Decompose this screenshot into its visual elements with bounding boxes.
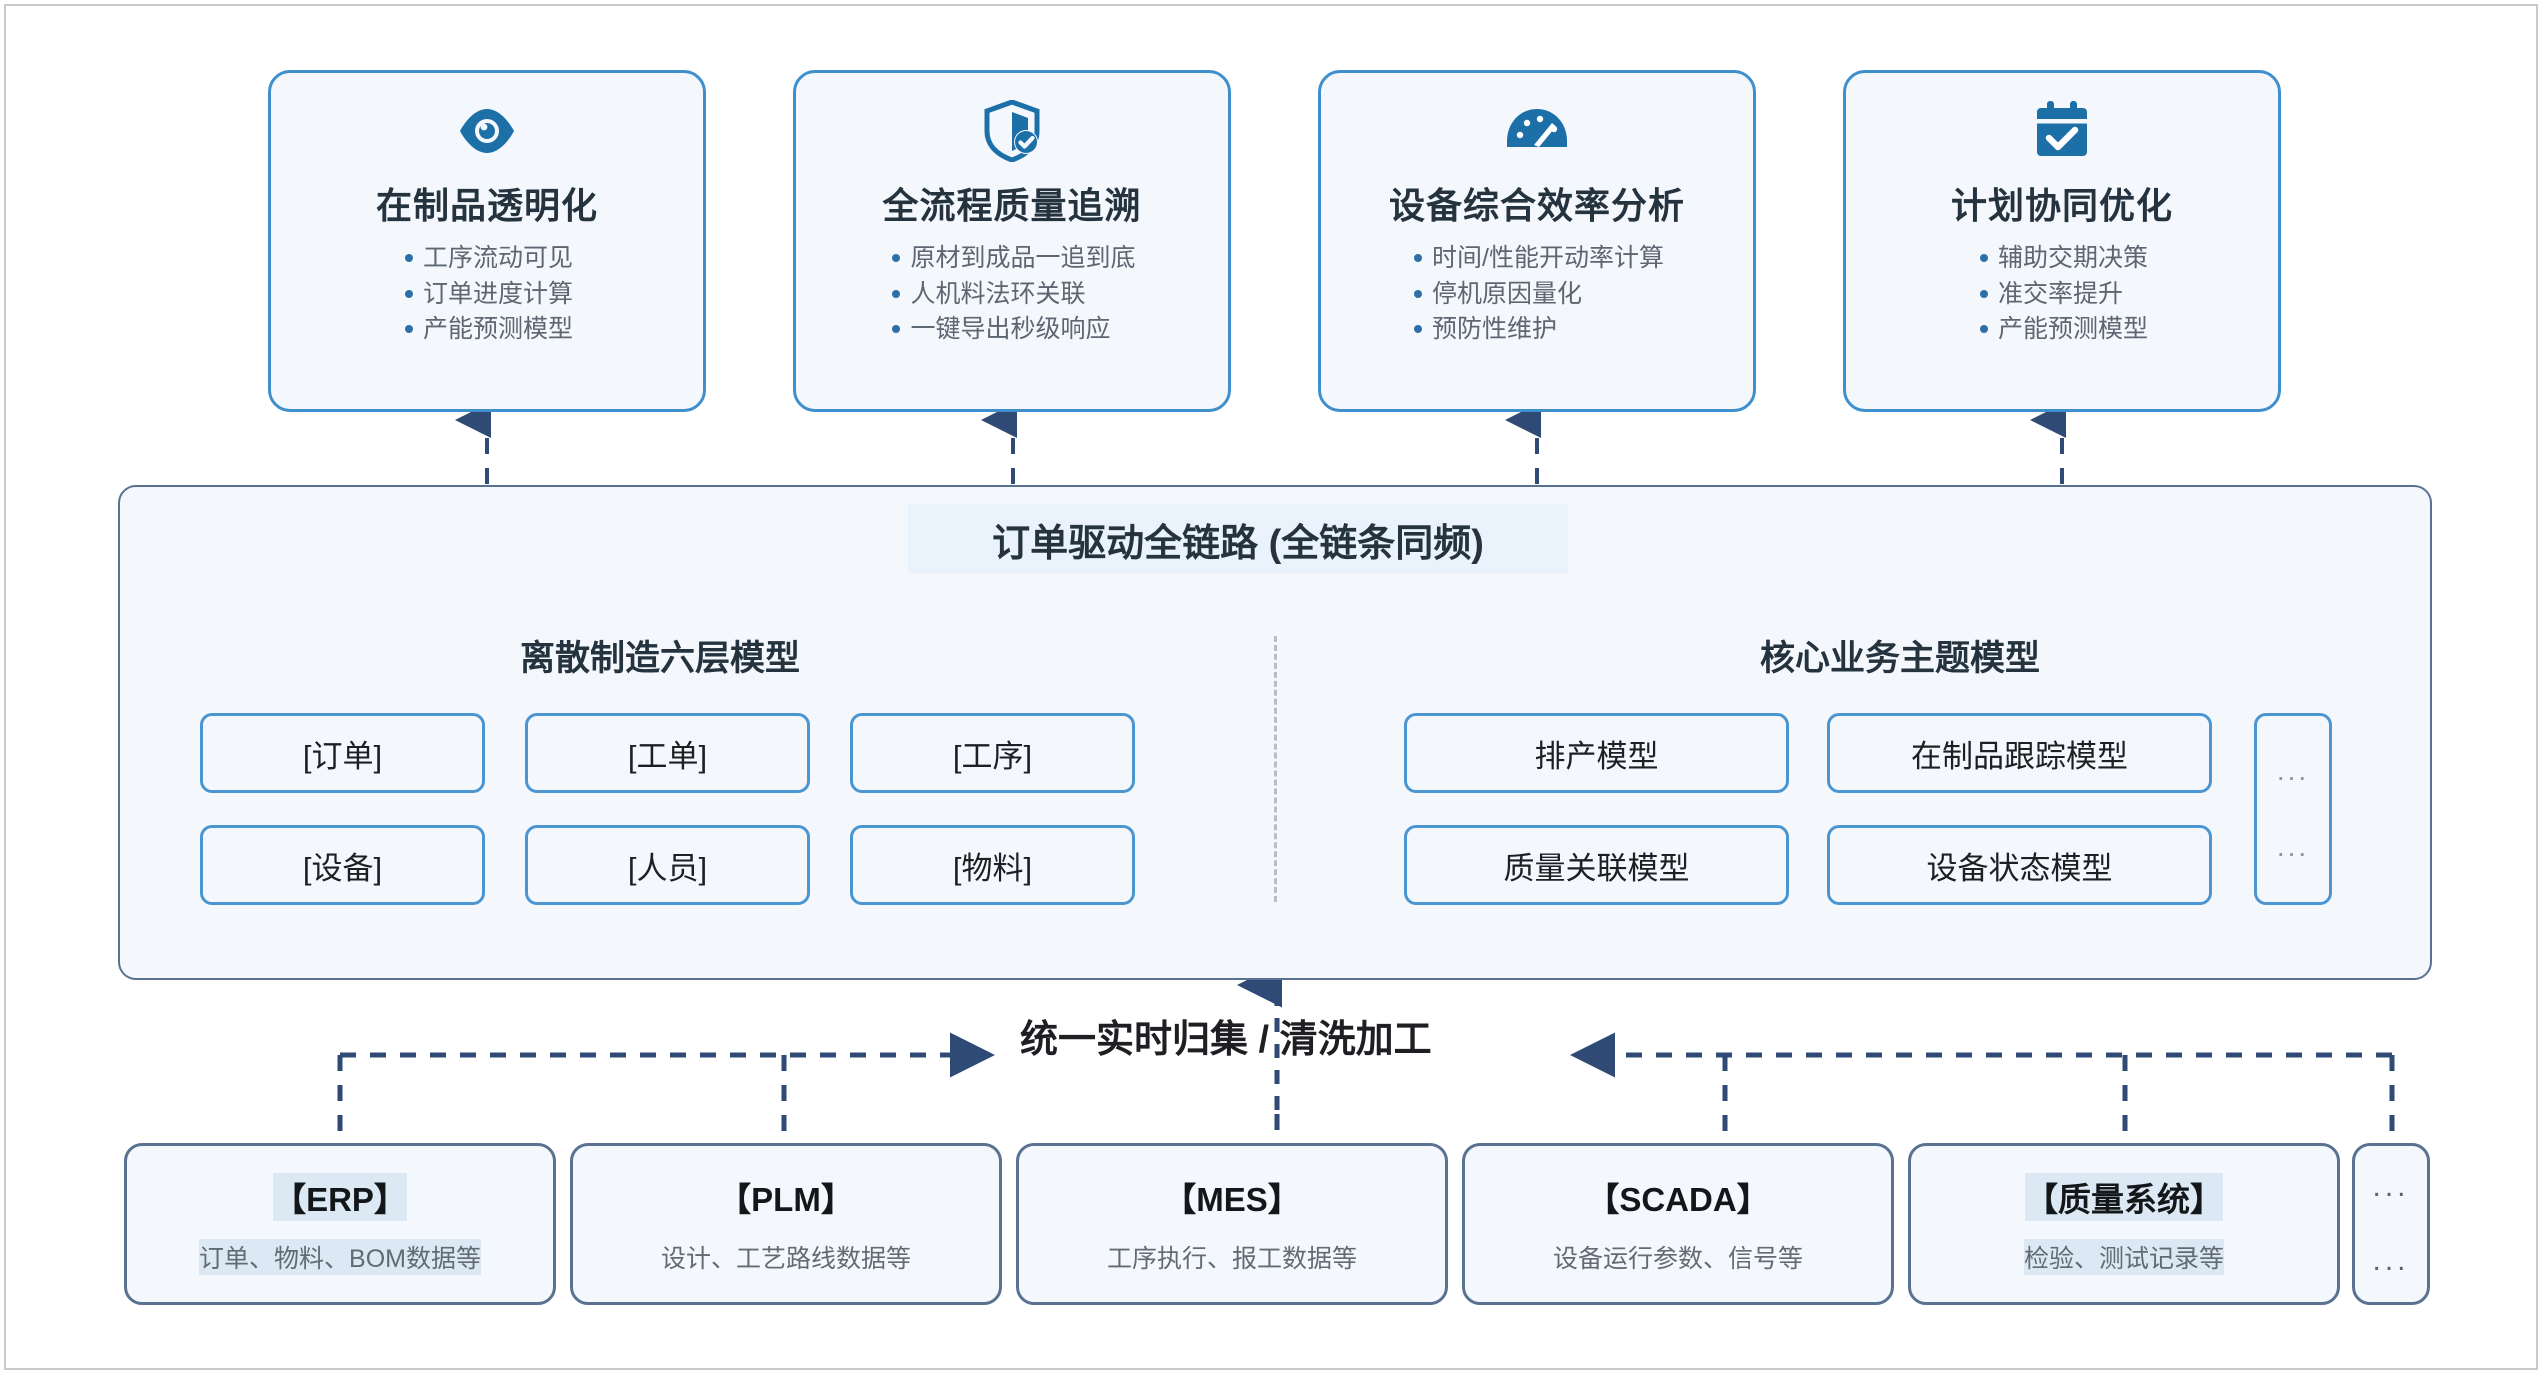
shield-check-icon [983, 99, 1041, 163]
source-card-more[interactable]: ... ... [2352, 1143, 2430, 1305]
bullet: 停机原因量化 [1410, 277, 1664, 313]
value-card-title: 全流程质量追溯 [882, 185, 1142, 226]
source-card-plm[interactable]: 【PLM】 设计、工艺路线数据等 [570, 1143, 1002, 1305]
left-group-title: 离散制造六层模型 [519, 639, 800, 678]
source-desc: 订单、物料、BOM数据等 [199, 1239, 481, 1275]
source-desc: 工序执行、报工数据等 [1106, 1245, 1357, 1273]
bullet: 时间/性能开动率计算 [1410, 241, 1664, 277]
source-name: 【质量系统】 [2025, 1173, 2223, 1221]
tag-process[interactable]: [工序] [850, 713, 1135, 793]
tag-wip-tracking-model[interactable]: 在制品跟踪模型 [1827, 713, 2212, 793]
source-name: 【MES】 [1163, 1181, 1301, 1218]
tag-material[interactable]: [物料] [850, 825, 1135, 905]
ellipsis-bottom: ... [2372, 1244, 2410, 1277]
value-card-3[interactable]: 计划协同优化 辅助交期决策 准交率提升 产能预测模型 [1843, 70, 2281, 412]
panel-banner-title: 订单驱动全链路 (全链条同频) [908, 504, 1568, 574]
tag-equipment-state-model[interactable]: 设备状态模型 [1827, 825, 2212, 905]
source-name: 【PLM】 [718, 1181, 854, 1218]
bullet: 人机料法环关联 [888, 277, 1135, 313]
source-card-erp[interactable]: 【ERP】 订单、物料、BOM数据等 [124, 1143, 556, 1305]
tag-scheduling-model[interactable]: 排产模型 [1404, 713, 1789, 793]
ellipsis-top: ... [2372, 1170, 2410, 1203]
bullet: 准交率提升 [1976, 277, 2148, 313]
tag-equipment[interactable]: [设备] [200, 825, 485, 905]
bullet: 产能预测模型 [401, 312, 573, 348]
source-card-quality[interactable]: 【质量系统】 检验、测试记录等 [1908, 1143, 2340, 1305]
bullet: 订单进度计算 [401, 277, 573, 313]
tag-workorder[interactable]: [工单] [525, 713, 810, 793]
calendar-check-icon [2033, 99, 2091, 163]
value-card-0[interactable]: 在制品透明化 工序流动可见 订单进度计算 产能预测模型 [268, 70, 706, 412]
source-desc: 设备运行参数、信号等 [1552, 1245, 1803, 1273]
value-card-1[interactable]: 全流程质量追溯 原材到成品一追到底 人机料法环关联 一键导出秒级响应 [793, 70, 1231, 412]
bullet: 工序流动可见 [401, 241, 573, 277]
tag-order[interactable]: [订单] [200, 713, 485, 793]
source-desc: 设计、工艺路线数据等 [660, 1245, 911, 1273]
value-card-title: 计划协同优化 [1950, 185, 2173, 226]
right-group-title: 核心业务主题模型 [1759, 639, 2040, 678]
value-card-2[interactable]: 设备综合效率分析 时间/性能开动率计算 停机原因量化 预防性维护 [1318, 70, 1756, 412]
value-card-bullets: 原材到成品一追到底 人机料法环关联 一键导出秒级响应 [888, 241, 1136, 348]
source-card-scada[interactable]: 【SCADA】 设备运行参数、信号等 [1462, 1143, 1894, 1305]
value-card-bullets: 时间/性能开动率计算 停机原因量化 预防性维护 [1410, 241, 1664, 348]
bullet: 辅助交期决策 [1976, 241, 2148, 277]
ellipsis-top: ... [2276, 755, 2310, 786]
bullet: 原材到成品一追到底 [888, 241, 1136, 277]
source-name: 【SCADA】 [1586, 1181, 1770, 1218]
source-name: 【ERP】 [273, 1173, 407, 1221]
value-card-bullets: 工序流动可见 订单进度计算 产能预测模型 [401, 241, 573, 348]
bullet: 产能预测模型 [1976, 312, 2148, 348]
bullet: 一键导出秒级响应 [888, 312, 1135, 348]
tag-more-models[interactable]: ... ... [2254, 713, 2332, 905]
ingestion-label: 统一实时归集 / 清洗加工 [1020, 1019, 1432, 1061]
panel-divider [1274, 636, 1277, 902]
source-card-mes[interactable]: 【MES】 工序执行、报工数据等 [1016, 1143, 1448, 1305]
value-card-bullets: 辅助交期决策 准交率提升 产能预测模型 [1976, 241, 2148, 348]
bullet: 预防性维护 [1410, 312, 1664, 348]
value-card-title: 在制品透明化 [375, 185, 598, 226]
ellipsis-bottom: ... [2276, 831, 2310, 862]
value-card-title: 设备综合效率分析 [1388, 185, 1685, 226]
eye-icon [456, 99, 518, 163]
tag-personnel[interactable]: [人员] [525, 825, 810, 905]
tag-quality-link-model[interactable]: 质量关联模型 [1404, 825, 1789, 905]
source-desc: 检验、测试记录等 [2023, 1239, 2224, 1275]
gauge-icon [1504, 99, 1570, 163]
